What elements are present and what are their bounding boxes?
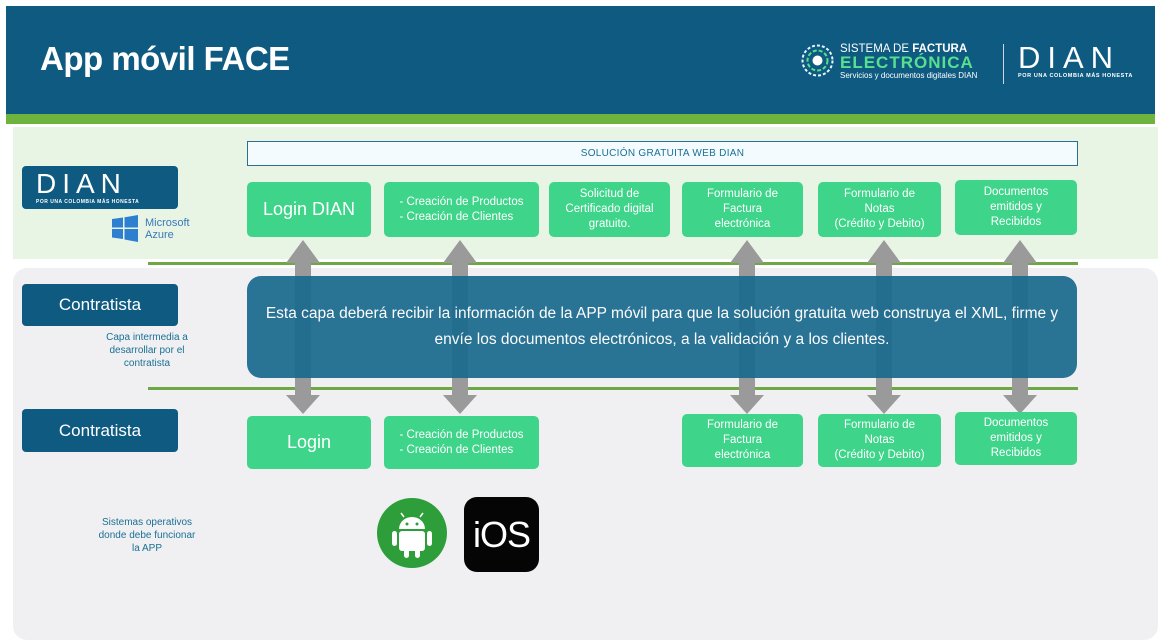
header-bar (6, 6, 1155, 114)
contratista-top-label: Contratista (22, 284, 178, 326)
capa-intermedia-note: Capa intermedia a desarrollar por el con… (106, 332, 188, 369)
dian-wordmark: DIAN (1018, 40, 1121, 75)
dian-left-wordmark: DIAN (36, 168, 127, 199)
layer-separator-top (148, 262, 1078, 265)
documentos-box-bottom: Documentos emitidos y Recibidos (955, 412, 1077, 465)
solucion-gratuita-header: SOLUCIÓN GRATUITA WEB DIAN (247, 141, 1078, 166)
sistema-label: SISTEMA DE (840, 43, 913, 55)
factura-label: FACTURA (912, 43, 968, 55)
factura-form-box-top: Formulario de Factura electrónica (682, 182, 803, 237)
servicios-label: Servicios y documentos digitales DIAN (840, 71, 978, 80)
logo-divider (1003, 44, 1004, 84)
ios-label: iOS (472, 513, 531, 555)
login-dian-box: Login DIAN (247, 182, 371, 237)
dian-logo-left: DIAN POR UNA COLOMBIA MÁS HONESTA (22, 166, 178, 209)
contratista-bottom-label: Contratista (22, 409, 178, 452)
dian-tagline: POR UNA COLOMBIA MÁS HONESTA (1018, 73, 1133, 79)
documentos-box-top: Documentos emitidos y Recibidos (955, 180, 1077, 235)
notas-form-box-bottom: Formulario de Notas (Crédito y Debito) (818, 414, 941, 467)
azure-label: Azure (145, 229, 174, 241)
layer-separator-bottom (148, 387, 1078, 390)
header-stripe (6, 114, 1155, 124)
windows-icon (112, 215, 138, 242)
android-icon (377, 498, 447, 568)
capa-intermedia-box: Esta capa deberá recibir la información … (247, 276, 1077, 378)
microsoft-label: Microsoft (145, 217, 190, 229)
login-box: Login (247, 416, 371, 469)
microsoft-azure-logo: Microsoft Azure (145, 217, 190, 241)
ios-icon: iOS (464, 497, 539, 572)
dian-logo: DIAN POR UNA COLOMBIA MÁS HONESTA (1018, 40, 1154, 79)
certificado-digital-box: Solicitud de Certificado digital gratuit… (549, 182, 670, 237)
sistemas-operativos-note: Sistemas operativos donde debe funcionar… (98, 517, 196, 554)
productos-clientes-box-top: - Creación de Productos - Creación de Cl… (384, 182, 539, 237)
factura-form-box-bottom: Formulario de Factura electrónica (682, 414, 803, 467)
dian-left-tagline: POR UNA COLOMBIA MÁS HONESTA (36, 199, 140, 205)
page-title: App móvil FACE (40, 40, 290, 77)
capa-intermedia-text: Esta capa deberá recibir la información … (265, 305, 1059, 348)
sistema-factura-logo: SISTEMA DE FACTURA ELECTRÓNICA Servicios… (840, 43, 977, 80)
factura-electronica-icon (801, 44, 834, 77)
productos-clientes-box-bottom: - Creación de Productos - Creación de Cl… (384, 416, 539, 469)
notas-form-box-top: Formulario de Notas (Crédito y Debito) (818, 182, 941, 237)
electronica-label: ELECTRÓNICA (840, 53, 974, 72)
